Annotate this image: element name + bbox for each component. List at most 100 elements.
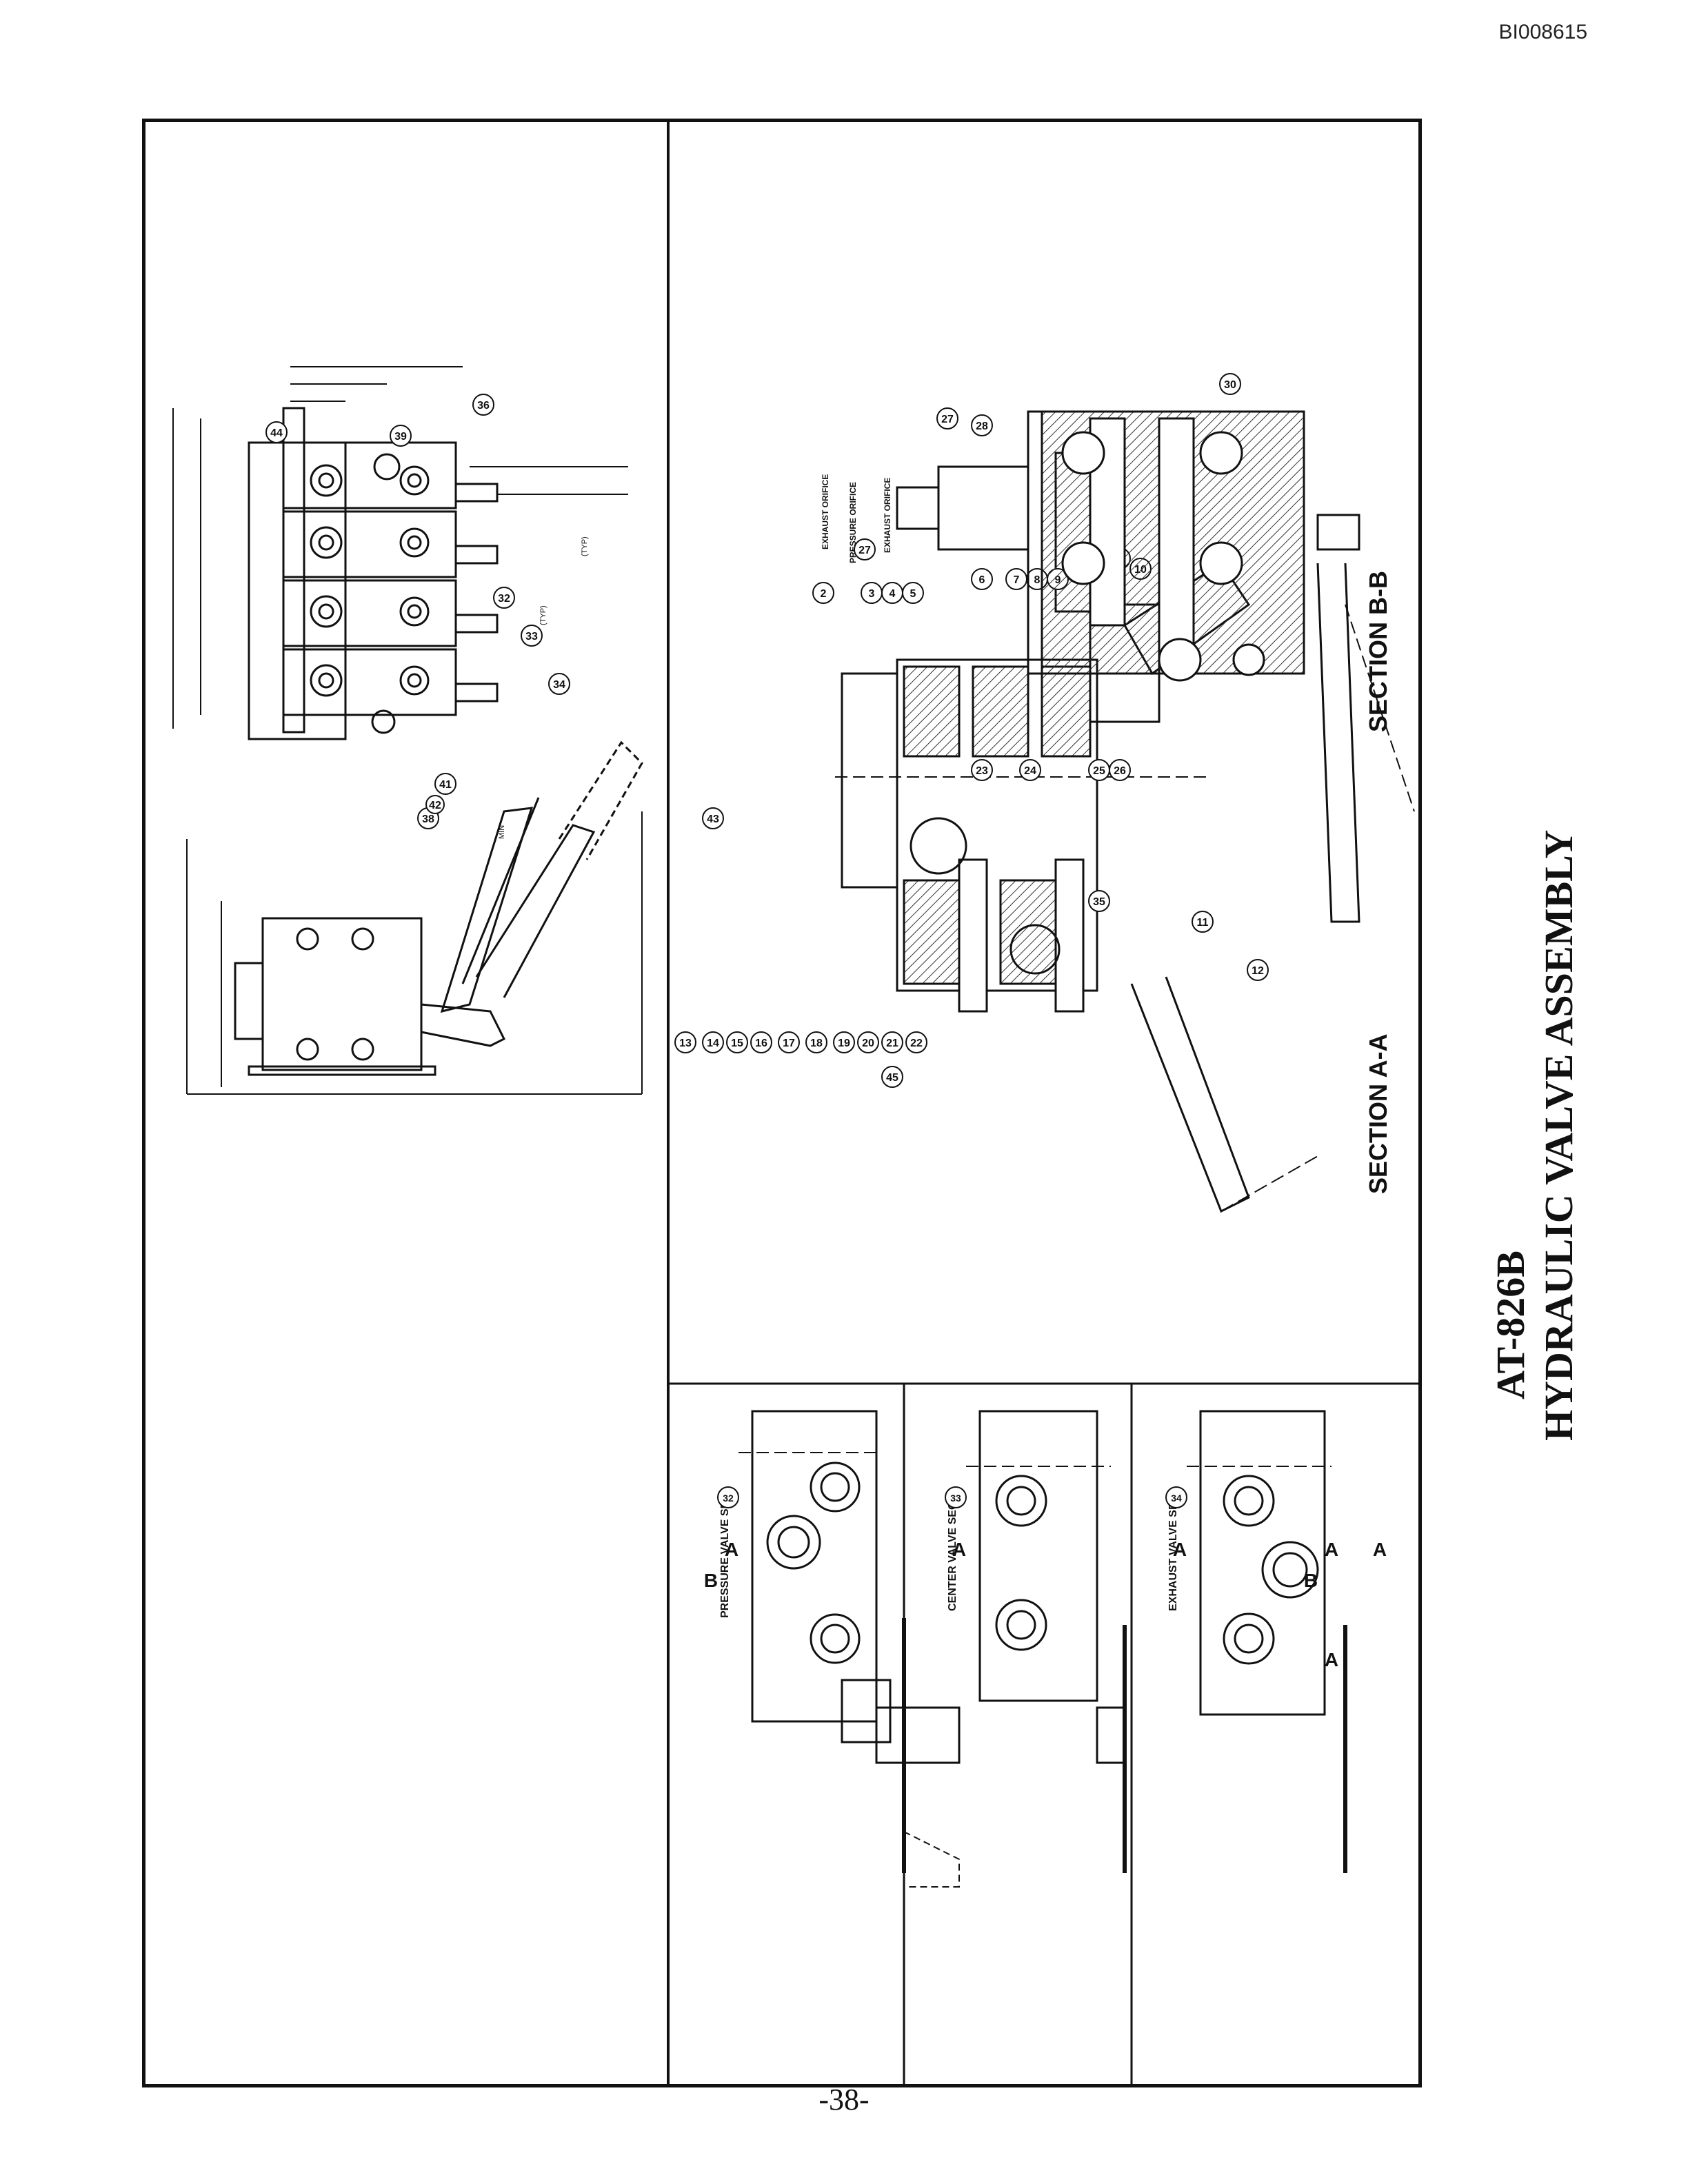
svg-text:18: 18 bbox=[810, 1038, 823, 1049]
exhaust-orifice-label-2: EXHAUST ORIFICE bbox=[883, 478, 892, 553]
svg-text:14: 14 bbox=[707, 1038, 719, 1049]
section-bb-drawing bbox=[896, 410, 1415, 923]
callout-14: 14 bbox=[702, 1031, 724, 1053]
typ-note-2: (TYP) bbox=[539, 605, 547, 625]
callout-3: 3 bbox=[861, 582, 883, 604]
svg-text:27: 27 bbox=[858, 545, 871, 556]
callout-42: 42 bbox=[425, 795, 445, 814]
svg-text:35: 35 bbox=[1093, 896, 1105, 908]
svg-text:6: 6 bbox=[979, 574, 985, 586]
assembly-top-view bbox=[186, 740, 643, 1095]
svg-text:32: 32 bbox=[498, 593, 510, 605]
arrow-label-a-exhaust-top: A bbox=[1173, 1539, 1187, 1560]
svg-text:41: 41 bbox=[439, 779, 452, 791]
svg-text:19: 19 bbox=[838, 1038, 850, 1049]
svg-text:45: 45 bbox=[886, 1072, 898, 1084]
exhaust-valve-title: EXHAUST VALVE SEC. bbox=[1167, 1491, 1179, 1611]
pressure-valve-title: PRESSURE VALVE SEC. bbox=[719, 1490, 731, 1618]
document-id: BI008615 bbox=[1498, 21, 1587, 43]
pressure-valve-header: PRESSURE VALVE SEC. 32 A B A B bbox=[704, 1486, 1338, 1618]
svg-text:43: 43 bbox=[707, 813, 719, 825]
svg-text:20: 20 bbox=[862, 1038, 874, 1049]
svg-text:3: 3 bbox=[869, 588, 875, 600]
callout-33: 33 bbox=[521, 625, 543, 647]
callout-22: 22 bbox=[905, 1031, 927, 1053]
svg-text:36: 36 bbox=[477, 400, 490, 412]
drawing-sheet: (TYP) (TYP) MIN 44 39 36 32 33 34 38 41 … bbox=[172, 122, 1418, 2084]
section-bb-title: SECTION B-B bbox=[1364, 571, 1392, 732]
svg-text:25: 25 bbox=[1093, 765, 1105, 777]
svg-text:13: 13 bbox=[679, 1038, 692, 1049]
exhaust-valve-drawing bbox=[1187, 1410, 1347, 1873]
svg-text:42: 42 bbox=[429, 800, 441, 811]
callout-6: 6 bbox=[971, 568, 993, 590]
callout-39: 39 bbox=[390, 425, 412, 447]
callout-24: 24 bbox=[1019, 759, 1041, 781]
callout-28: 28 bbox=[971, 414, 993, 436]
svg-text:17: 17 bbox=[783, 1038, 795, 1049]
callout-19: 19 bbox=[833, 1031, 855, 1053]
svg-text:4: 4 bbox=[890, 588, 896, 600]
svg-text:34: 34 bbox=[553, 679, 565, 691]
callout-12: 12 bbox=[1247, 959, 1269, 981]
exhaust-valve-header: EXHAUST VALVE SEC. 34 A A bbox=[1165, 1486, 1387, 1611]
callout-43: 43 bbox=[702, 807, 724, 829]
svg-text:21: 21 bbox=[886, 1038, 898, 1049]
svg-text:7: 7 bbox=[1014, 574, 1020, 586]
callout-11: 11 bbox=[1192, 911, 1214, 933]
callout-7: 7 bbox=[1005, 568, 1027, 590]
center-valve-header: CENTER VALVE SEC. 33 A A bbox=[945, 1486, 1338, 1670]
svg-text:44: 44 bbox=[270, 427, 283, 439]
callout-35: 35 bbox=[1088, 890, 1110, 912]
svg-text:22: 22 bbox=[910, 1038, 923, 1049]
callout-34-sec: 34 bbox=[1165, 1486, 1187, 1508]
callout-17: 17 bbox=[778, 1031, 800, 1053]
callout-25: 25 bbox=[1088, 759, 1110, 781]
callout-5: 5 bbox=[902, 582, 924, 604]
svg-text:27: 27 bbox=[941, 414, 954, 425]
arrow-label-a-center-bottom: A bbox=[1325, 1649, 1338, 1670]
svg-text:38: 38 bbox=[422, 813, 434, 825]
assembly-callouts: 44 39 36 32 33 34 38 41 42 bbox=[265, 394, 570, 829]
assembly-side-view bbox=[172, 366, 628, 740]
svg-text:33: 33 bbox=[525, 631, 538, 643]
svg-text:11: 11 bbox=[1197, 917, 1209, 929]
svg-text:26: 26 bbox=[1114, 765, 1126, 777]
pressure-orifice-label: PRESSURE ORIFICE bbox=[848, 482, 858, 563]
svg-text:39: 39 bbox=[394, 431, 407, 443]
pressure-valve-drawing bbox=[738, 1410, 961, 1888]
callout-4: 4 bbox=[881, 582, 903, 604]
svg-text:24: 24 bbox=[1024, 765, 1036, 777]
min-note: MIN bbox=[498, 825, 506, 839]
svg-text:16: 16 bbox=[755, 1038, 767, 1049]
callout-18: 18 bbox=[805, 1031, 827, 1053]
callout-34: 34 bbox=[548, 673, 570, 695]
callout-36: 36 bbox=[472, 394, 494, 416]
callout-21: 21 bbox=[881, 1031, 903, 1053]
svg-text:23: 23 bbox=[976, 765, 988, 777]
title-line-2: HYDRAULIC VALVE ASSEMBLY bbox=[1536, 830, 1581, 1441]
section-aa-drawing bbox=[835, 452, 1318, 1213]
callout-16: 16 bbox=[750, 1031, 772, 1053]
drawing-frame: (TYP) (TYP) MIN 44 39 36 32 33 34 38 41 … bbox=[142, 119, 1422, 2087]
typ-note-1: (TYP) bbox=[581, 536, 589, 556]
svg-text:32: 32 bbox=[723, 1493, 734, 1504]
assembly-annotations: (TYP) (TYP) MIN bbox=[498, 536, 589, 839]
callout-41: 41 bbox=[434, 773, 456, 795]
callout-20: 20 bbox=[857, 1031, 879, 1053]
callout-33-sec: 33 bbox=[945, 1486, 967, 1508]
center-valve-title: CENTER VALVE SEC. bbox=[947, 1499, 958, 1611]
section-aa-labels: EXHAUST ORIFICE PRESSURE ORIFICE EXHAUST… bbox=[821, 474, 892, 563]
svg-text:15: 15 bbox=[731, 1038, 743, 1049]
callout-32-sec: 32 bbox=[717, 1486, 739, 1508]
arrow-label-a-exhaust-bottom: A bbox=[1373, 1539, 1387, 1560]
arrow-label-a-center-top: A bbox=[952, 1539, 966, 1560]
svg-text:8: 8 bbox=[1034, 574, 1041, 586]
arrow-label-b-bottom: B bbox=[1304, 1570, 1318, 1591]
svg-text:28: 28 bbox=[976, 421, 988, 432]
title-block: AT-826B HYDRAULIC VALVE ASSEMBLY bbox=[1488, 751, 1593, 1496]
section-aa-title: SECTION A-A bbox=[1364, 1033, 1392, 1194]
callout-23: 23 bbox=[971, 759, 993, 781]
callout-27-bb: 27 bbox=[936, 407, 958, 429]
svg-text:34: 34 bbox=[1171, 1493, 1182, 1504]
